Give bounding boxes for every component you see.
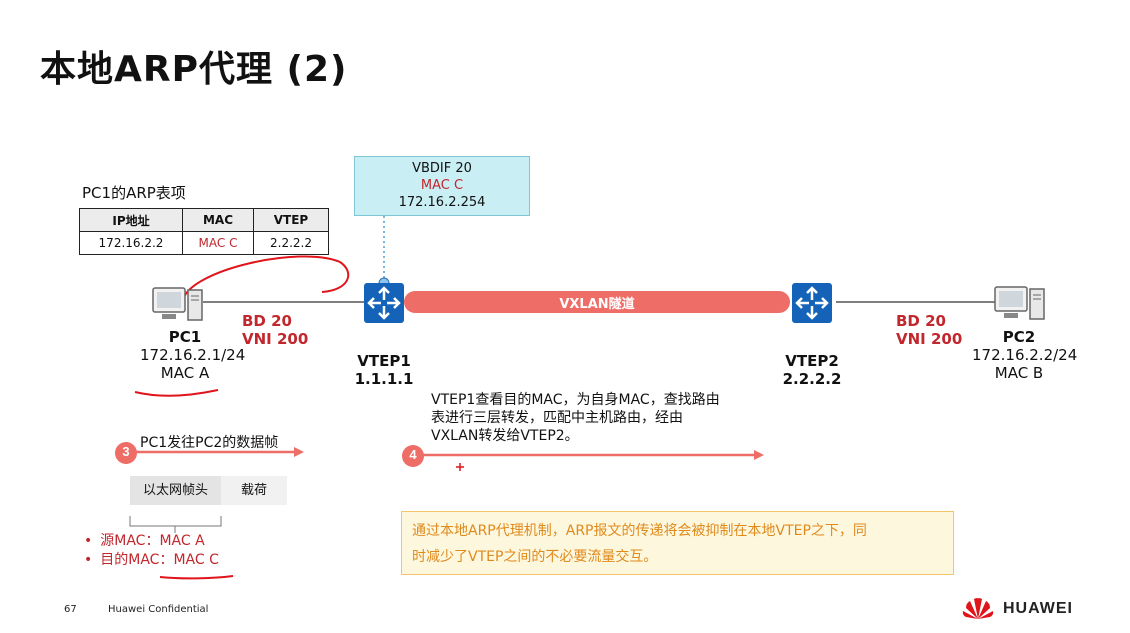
vtep1-ip: 1.1.1.1	[354, 370, 414, 388]
pc1-computer-icon	[152, 287, 203, 321]
step4-line3: VXLAN转发给VTEP2。	[431, 428, 579, 444]
confidential-label: Huawei Confidential	[108, 604, 209, 615]
arp-table: IP地址 MAC VTEP 172.16.2.2 MAC C 2.2.2.2	[79, 208, 329, 255]
arp-col-vtep: VTEP	[253, 208, 329, 232]
vbdif-mac: MAC C	[420, 178, 464, 193]
arp-cell-ip: 172.16.2.2	[79, 231, 183, 255]
vtep1-switch-icon	[364, 283, 404, 323]
step3-number: 3	[122, 444, 130, 459]
arp-table-caption: PC1的ARP表项	[82, 184, 186, 202]
vbdif-box: VBDIF 20 MAC C 172.16.2.254	[354, 156, 530, 216]
pc2-mac: MAC B	[994, 364, 1044, 382]
left-bd: BD 20	[242, 312, 292, 330]
note-line2: 时减少了VTEP之间的不必要流量交互。	[412, 549, 658, 565]
huawei-logo-icon	[962, 598, 994, 619]
huawei-brand: HUAWEI	[1003, 600, 1073, 617]
vtep2-label: VTEP2 2.2.2.2	[782, 352, 842, 388]
pc2-ip: 172.16.2.2/24	[972, 346, 1078, 364]
step3-badge	[115, 442, 137, 464]
mac-bullets: 源MAC：MAC A 目的MAC：MAC C	[84, 532, 219, 570]
vtep2-name: VTEP2	[785, 352, 839, 370]
pc2-label: PC2 172.16.2.2/24 MAC B	[972, 328, 1078, 382]
step4-badge	[402, 445, 424, 467]
step3-arrowhead	[294, 447, 304, 457]
underline-mac-c	[159, 575, 234, 580]
arp-cell-vtep: 2.2.2.2	[253, 231, 329, 255]
vbdif-ip: 172.16.2.254	[398, 195, 486, 210]
note-box: 通过本地ARP代理机制，ARP报文的传递将会被抑制在本地VTEP之下，同 时减少…	[401, 511, 954, 575]
handdrawn-arc	[182, 255, 350, 301]
src-mac-bullet: 源MAC：MAC A	[84, 532, 219, 551]
left-bd-label: BD 20 VNI 200	[242, 312, 308, 348]
vtep1-name: VTEP1	[357, 352, 411, 370]
step4-line2: 表进行三层转发，匹配中主机路由，经由	[431, 410, 683, 426]
tunnel-label: VXLAN隧道	[559, 297, 635, 312]
frame-header: 以太网帧头	[130, 476, 221, 505]
right-vni: VNI 200	[896, 330, 963, 348]
table-row: 172.16.2.2 MAC C 2.2.2.2	[79, 231, 329, 255]
step3-label: PC1发往PC2的数据帧	[140, 435, 279, 451]
pc2-name: PC2	[1002, 328, 1036, 346]
pc1-name: PC1	[168, 328, 202, 346]
frame-bracket	[129, 516, 222, 533]
vxlan-tunnel	[404, 291, 790, 313]
note-line1: 通过本地ARP代理机制，ARP报文的传递将会被抑制在本地VTEP之下，同	[412, 523, 867, 539]
pc1-mac: MAC A	[160, 364, 210, 382]
vtep2-switch-icon	[792, 283, 832, 323]
left-vni: VNI 200	[242, 330, 309, 348]
underline-mac-a	[134, 389, 219, 397]
step4-text: VTEP1查看目的MAC，为自身MAC，查找路由 表进行三层转发，匹配中主机路由…	[431, 391, 720, 445]
page-number: 67	[64, 604, 77, 615]
plus-mark	[456, 463, 464, 471]
arp-col-ip: IP地址	[79, 208, 183, 232]
arp-table-header: IP地址 MAC VTEP	[79, 208, 329, 232]
arp-cell-mac: MAC C	[182, 231, 254, 255]
vtep1-label: VTEP1 1.1.1.1	[354, 352, 414, 388]
vbdif-name: VBDIF 20	[412, 161, 472, 176]
step4-line1: VTEP1查看目的MAC，为自身MAC，查找路由	[431, 392, 720, 408]
step4-number: 4	[409, 447, 417, 462]
right-bd-label: BD 20 VNI 200	[896, 312, 962, 348]
frame-payload: 载荷	[221, 476, 287, 505]
arp-col-mac: MAC	[182, 208, 254, 232]
right-bd: BD 20	[896, 312, 946, 330]
step4-arrowhead	[754, 450, 764, 460]
pc1-label: PC1 172.16.2.1/24 MAC A	[140, 328, 246, 382]
pc2-computer-icon	[994, 286, 1045, 320]
page-title: 本地ARP代理 (2)	[40, 49, 348, 90]
pc1-ip: 172.16.2.1/24	[140, 346, 246, 364]
vtep2-ip: 2.2.2.2	[782, 370, 842, 388]
dst-mac-bullet: 目的MAC：MAC C	[84, 551, 219, 570]
